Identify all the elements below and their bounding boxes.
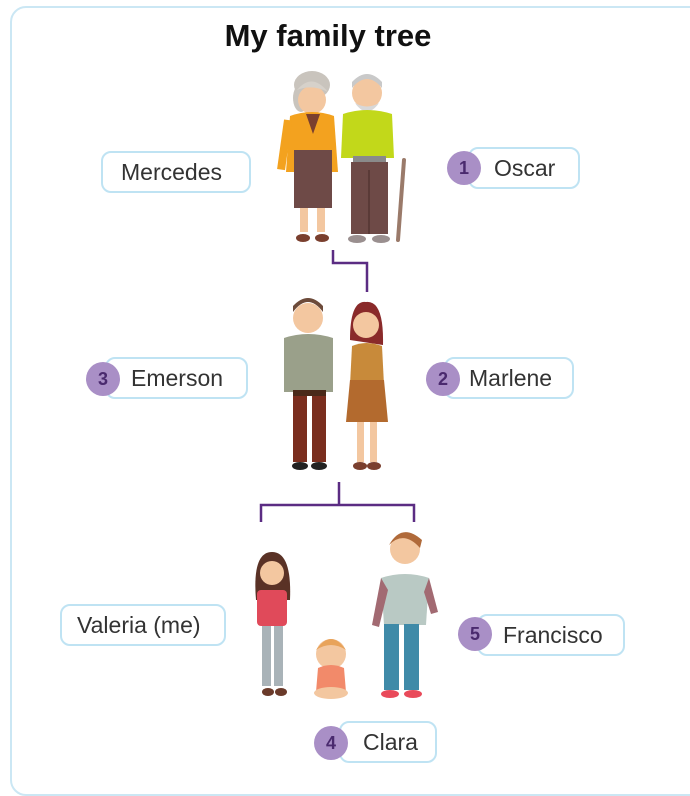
- label-valeria: Valeria (me): [60, 604, 226, 646]
- label-francisco: Francisco: [477, 614, 625, 656]
- label-marlene: Marlene: [444, 357, 574, 399]
- member-name: Valeria (me): [77, 611, 201, 638]
- tree-connectors: [259, 250, 416, 522]
- page-title: My family tree: [224, 18, 432, 53]
- grandmother-figure: [277, 71, 338, 242]
- number-badge: 5: [458, 617, 492, 651]
- clara-figure: [314, 639, 348, 699]
- connector-grandparents-to-parents: [331, 250, 369, 292]
- member-name: Marlene: [469, 364, 553, 391]
- valeria-figure: [255, 552, 291, 696]
- member-name: Mercedes: [121, 158, 222, 185]
- member-name: Oscar: [494, 154, 556, 181]
- grandfather-figure: [341, 74, 406, 243]
- label-mercedes: Mercedes: [101, 151, 251, 193]
- francisco-figure: [372, 532, 438, 698]
- member-name: Francisco: [503, 621, 603, 648]
- number-badge: 4: [314, 726, 348, 760]
- father-figure: [284, 298, 333, 470]
- label-emerson: Emerson: [105, 357, 248, 399]
- member-name: Clara: [363, 728, 418, 755]
- number-badge: 2: [426, 362, 460, 396]
- connector-children-bar: [259, 503, 416, 522]
- label-clara: Clara: [339, 721, 437, 763]
- member-name: Emerson: [131, 364, 224, 391]
- number-badge: 3: [86, 362, 120, 396]
- family-illustration: [255, 71, 438, 699]
- mother-figure: [346, 301, 388, 470]
- number-badge: 1: [447, 151, 481, 185]
- label-oscar: Oscar: [468, 147, 580, 189]
